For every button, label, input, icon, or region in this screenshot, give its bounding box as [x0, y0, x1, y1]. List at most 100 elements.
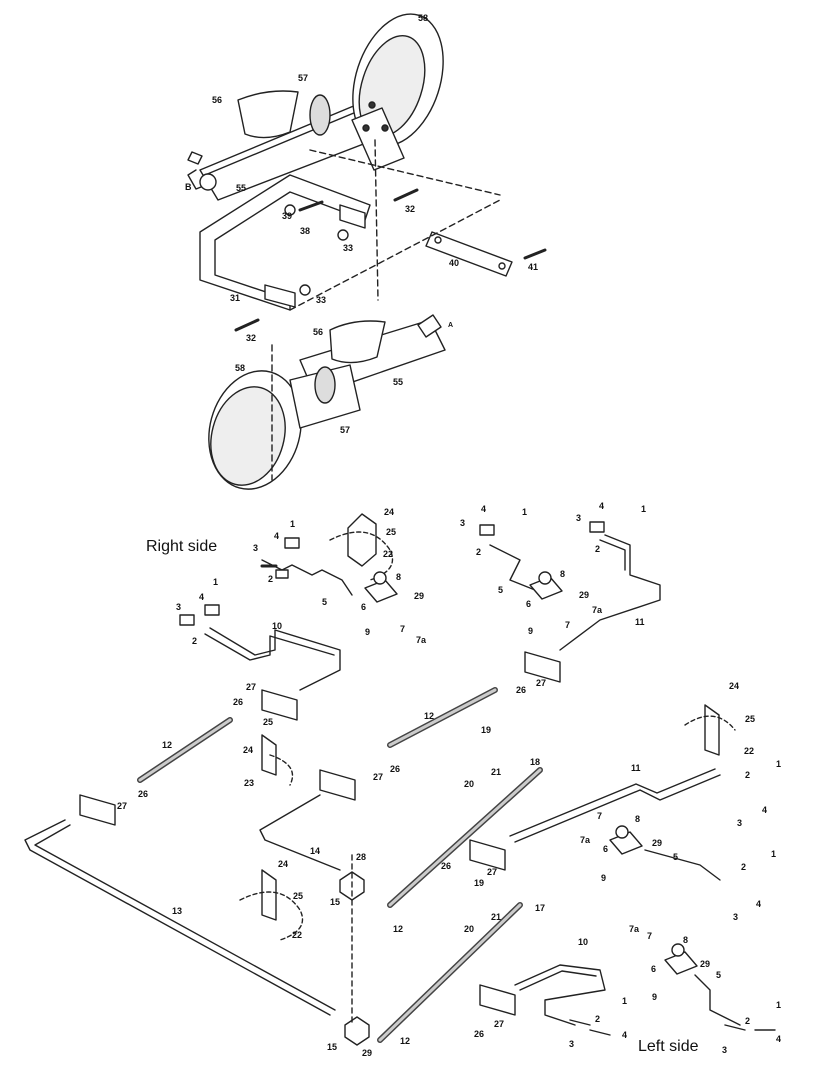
callout-8: 8 [396, 572, 402, 582]
callout-4: 4 [762, 805, 768, 815]
callout-33: 33 [316, 295, 327, 305]
callout-4: 4 [481, 504, 487, 514]
callout-1: 1 [776, 759, 782, 769]
callout-22: 22 [383, 549, 394, 559]
callout-2: 2 [192, 636, 198, 646]
callout-4: 4 [274, 531, 280, 541]
callout-9: 9 [365, 627, 371, 637]
callout-27: 27 [246, 682, 257, 692]
callout-15: 15 [327, 1042, 338, 1052]
hose-brackets [79, 651, 736, 1016]
callout-6: 6 [651, 964, 657, 974]
callout-8: 8 [683, 935, 689, 945]
callout-40: 40 [449, 258, 460, 268]
callout-2: 2 [741, 862, 747, 872]
callout-5: 5 [498, 585, 504, 595]
front-axle [187, 13, 501, 301]
callout-21: 21 [491, 767, 502, 777]
callout-26: 26 [233, 697, 244, 707]
callout-14: 14 [310, 846, 321, 856]
callout-57: 57 [298, 73, 309, 83]
callout-24: 24 [729, 681, 740, 691]
callout-12: 12 [424, 711, 435, 721]
callout-7a: 7a [580, 835, 591, 845]
callout-56: 56 [212, 95, 223, 105]
callout-5: 5 [716, 970, 722, 980]
callout-22: 22 [744, 746, 755, 756]
callout-28: 28 [356, 852, 367, 862]
callout-5: 5 [673, 852, 679, 862]
callout-55: 55 [236, 183, 247, 193]
callout-39: 39 [282, 211, 293, 221]
callout-6: 6 [603, 844, 609, 854]
callout-2: 2 [595, 544, 601, 554]
callout-1: 1 [771, 849, 777, 859]
callout-1: 1 [213, 577, 219, 587]
callout-18: 18 [530, 757, 541, 767]
callout-7a: 7a [416, 635, 427, 645]
callout-26: 26 [474, 1029, 485, 1039]
callout-3: 3 [460, 518, 466, 528]
top-right-valve-group [479, 521, 661, 651]
callout-3: 3 [737, 818, 743, 828]
callout-17: 17 [535, 903, 546, 913]
callout-4: 4 [622, 1030, 628, 1040]
callout-4: 4 [199, 592, 205, 602]
callout-58: 58 [235, 363, 246, 373]
callout-8: 8 [560, 569, 566, 579]
callout-24: 24 [384, 507, 395, 517]
callout-3: 3 [722, 1045, 728, 1055]
callout-6: 6 [526, 599, 532, 609]
callout-1: 1 [522, 507, 528, 517]
callout-31: 31 [230, 293, 241, 303]
callout-24: 24 [278, 859, 289, 869]
callout-4: 4 [756, 899, 762, 909]
axle-marker-rear: A [448, 322, 454, 329]
callout-9: 9 [652, 992, 658, 1002]
callout-6: 6 [361, 602, 367, 612]
right-side-line-10 [179, 604, 341, 691]
callout-7: 7 [565, 620, 571, 630]
callout-1: 1 [641, 504, 647, 514]
callout-1: 1 [290, 519, 296, 529]
callout-25: 25 [263, 717, 274, 727]
callout-19: 19 [474, 878, 485, 888]
callout-27: 27 [487, 867, 498, 877]
callout-55: 55 [393, 377, 404, 387]
callout-38: 38 [300, 226, 311, 236]
callout-12: 12 [393, 924, 404, 934]
callout-2: 2 [595, 1014, 601, 1024]
callout-8: 8 [635, 814, 641, 824]
callout-9: 9 [601, 873, 607, 883]
callout-12: 12 [400, 1036, 411, 1046]
callout-22: 22 [292, 930, 303, 940]
callout-7: 7 [400, 624, 406, 634]
callout-12: 12 [162, 740, 173, 750]
callout-26: 26 [516, 685, 527, 695]
callout-23: 23 [244, 778, 255, 788]
callout-29: 29 [414, 591, 425, 601]
callout-4: 4 [599, 501, 605, 511]
callout-9: 9 [528, 626, 534, 636]
callout-11: 11 [631, 763, 641, 773]
callout-25: 25 [386, 527, 397, 537]
brake-hoses [137, 687, 543, 1043]
right-tee-valves [569, 825, 776, 1036]
callout-1: 1 [776, 1000, 782, 1010]
callout-7a: 7a [592, 605, 603, 615]
callout-3: 3 [253, 543, 259, 553]
callout-41: 41 [528, 262, 539, 272]
callout-32: 32 [246, 333, 257, 343]
callout-3: 3 [569, 1039, 575, 1049]
callout-27: 27 [117, 801, 128, 811]
callout-7a: 7a [629, 924, 640, 934]
callout-21: 21 [491, 912, 502, 922]
callout-2: 2 [268, 574, 274, 584]
callout-3: 3 [176, 602, 182, 612]
callout-29: 29 [700, 959, 711, 969]
callout-58: 58 [418, 13, 429, 23]
callout-2: 2 [745, 770, 751, 780]
callout-32: 32 [405, 204, 416, 214]
callout-13: 13 [172, 906, 183, 916]
